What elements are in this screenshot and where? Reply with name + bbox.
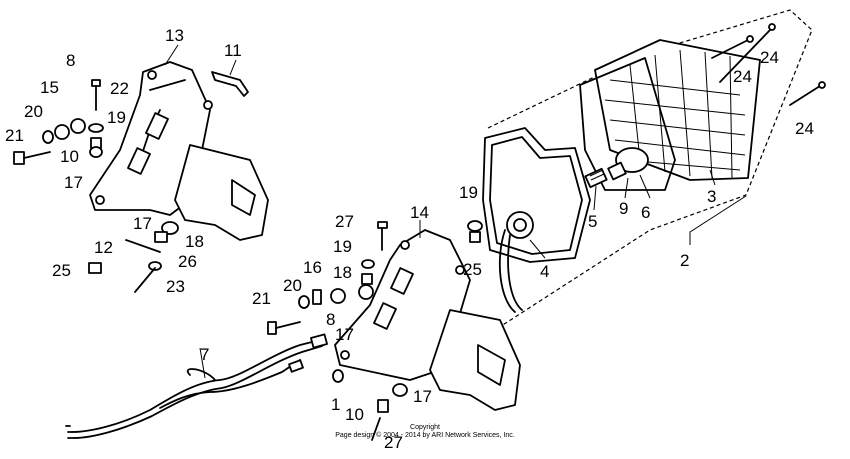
callout-4: 4 [540, 262, 549, 281]
callout-17-d: 17 [413, 387, 432, 406]
bolt-21-right [267, 321, 301, 335]
callout-10-right: 10 [345, 405, 364, 424]
wire-harness [65, 333, 328, 439]
callout-8-right: 8 [326, 310, 335, 329]
callout-9: 9 [619, 199, 628, 218]
screw-24-a [719, 23, 776, 83]
callout-24-a: 24 [760, 48, 779, 67]
callout-27-lower: 27 [384, 433, 403, 452]
light-case-rim [489, 136, 583, 255]
copyright-line-2: Page design © 2004 - 2014 by ARI Network… [335, 431, 515, 439]
grommet-17-lower-left [161, 221, 179, 235]
callout-13: 13 [165, 26, 184, 45]
callout-11: 11 [224, 41, 242, 60]
callout-labels: 1 2 3 4 5 6 7 8 8 9 10 10 11 12 13 14 15… [5, 26, 814, 452]
bolt-22 [91, 79, 101, 111]
callout-7: 7 [200, 345, 209, 364]
collar-16 [312, 289, 322, 305]
callout-20-right: 20 [283, 276, 302, 295]
washer-19-case [467, 220, 483, 232]
lens-grid [604, 49, 746, 179]
lens [594, 39, 761, 181]
light-case [482, 127, 591, 263]
grommet-17-lower-right [392, 383, 408, 397]
washer-20-left [42, 130, 54, 144]
screw-24-c [789, 81, 826, 106]
callout-18-left: 18 [185, 232, 204, 251]
callout-2: 2 [680, 251, 689, 270]
bracket-13-plate [174, 144, 269, 241]
copyright-line-1: Copyright [410, 424, 440, 431]
grommet-17-right [358, 284, 374, 300]
bolt-23 [134, 267, 156, 293]
callout-26: 26 [178, 252, 197, 271]
callout-21-right: 21 [252, 289, 271, 308]
case-wires [498, 229, 523, 313]
nut-25-left [88, 262, 102, 274]
callout-6: 6 [641, 203, 650, 222]
screw-24-b [711, 35, 754, 59]
washer-1 [332, 369, 344, 383]
callout-24-b: 24 [733, 67, 752, 86]
callout-19-b: 19 [333, 237, 352, 256]
callout-15: 15 [40, 78, 59, 97]
callout-18-right: 18 [333, 263, 352, 282]
washer-26 [148, 261, 162, 271]
nut-8-right [330, 288, 346, 304]
callout-21-left: 21 [5, 126, 24, 145]
callout-17-c: 17 [335, 325, 354, 344]
clip-11 [211, 71, 249, 97]
callout-27-upper: 27 [335, 212, 354, 231]
bolt-12 [125, 239, 161, 253]
washer-20-right [298, 295, 310, 309]
collar-10-right [377, 399, 389, 413]
callout-16: 16 [303, 258, 322, 277]
collar-18-left [154, 231, 168, 243]
callout-19-a: 19 [107, 108, 126, 127]
bolt-27-upper [377, 221, 388, 251]
nut-8-left [70, 118, 86, 134]
lens-gasket [579, 57, 676, 191]
collar-18-right [361, 273, 373, 285]
bracket-14 [334, 229, 471, 381]
callout-5: 5 [588, 212, 597, 231]
callout-12: 12 [94, 238, 113, 257]
bulb [607, 147, 649, 181]
bracket-14-plate [429, 309, 521, 411]
case-grommet [506, 211, 534, 239]
callout-3: 3 [707, 187, 716, 206]
copyright-notice: Copyright Page design © 2004 - 2014 by A… [335, 424, 515, 439]
right-bracket-assembly [267, 220, 521, 441]
bulb-socket [584, 167, 608, 189]
nut-25-right [469, 231, 481, 243]
callout-20-left: 20 [24, 102, 43, 121]
callout-8-left: 8 [66, 51, 75, 70]
callout-1: 1 [331, 395, 340, 414]
washer-19-left [88, 123, 104, 133]
callout-24-c: 24 [795, 119, 814, 138]
callout-25-left: 25 [52, 261, 71, 280]
bracket-13 [89, 61, 211, 216]
leader-lines [164, 44, 747, 379]
bolt-27-lower [371, 417, 381, 441]
callout-22: 22 [110, 79, 129, 98]
callout-14: 14 [410, 203, 429, 222]
bolt-21-left [13, 151, 51, 165]
tail-light-assembly [482, 9, 826, 331]
callout-23: 23 [166, 277, 185, 296]
callout-19-c: 19 [459, 183, 478, 202]
callout-10-left: 10 [60, 147, 79, 166]
collar-15-left [54, 124, 70, 140]
washer-19-right [361, 259, 375, 269]
callout-17-b: 17 [133, 214, 152, 233]
left-bracket-assembly [13, 61, 269, 293]
callout-17-a: 17 [64, 173, 83, 192]
grommet-17-left [89, 146, 103, 158]
callout-25-right: 25 [463, 260, 482, 279]
